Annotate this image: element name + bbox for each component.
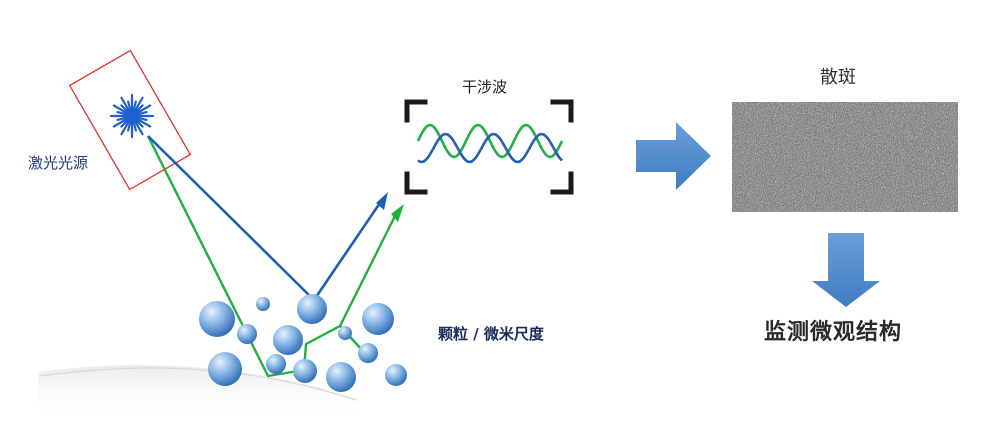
floor-sheen xyxy=(38,365,360,421)
interference-wave-label: 干涉波 xyxy=(462,78,508,96)
laser-burst-icon xyxy=(109,93,155,139)
bracket-bottom-left xyxy=(404,171,428,195)
wave-green xyxy=(416,123,564,159)
flow-arrow-right xyxy=(636,122,711,190)
bracket-bottom-right xyxy=(550,171,574,195)
beam-green-arrowhead xyxy=(391,204,404,222)
flow-arrow-down xyxy=(812,233,880,307)
speckle-image xyxy=(732,102,958,212)
beam-blue xyxy=(147,135,384,302)
particle-cluster xyxy=(199,294,407,392)
particle xyxy=(297,294,327,324)
particle xyxy=(293,359,317,383)
laser-source xyxy=(68,49,192,191)
interference-panel xyxy=(404,99,574,195)
particle xyxy=(199,301,235,337)
particle xyxy=(362,303,394,335)
beam-blue-arrowhead xyxy=(376,192,388,210)
laser-source-frame xyxy=(68,49,192,191)
particle xyxy=(208,352,242,386)
speckle-label: 散斑 xyxy=(820,67,856,88)
laser-source-label: 激光光源 xyxy=(28,154,89,172)
particle xyxy=(338,326,352,340)
particle xyxy=(326,362,356,392)
wave-blue xyxy=(417,132,563,164)
laser-core xyxy=(124,108,140,124)
particle-scale-label: 颗粒 / 微米尺度 xyxy=(438,325,544,343)
particle xyxy=(358,343,378,363)
bracket-top-right xyxy=(550,99,574,123)
floor-sheen-line xyxy=(39,367,357,401)
particle xyxy=(385,364,407,386)
particle xyxy=(266,354,286,374)
monitor-structure-label: 监测微观结构 xyxy=(764,320,903,345)
particle xyxy=(237,324,257,344)
particle xyxy=(256,297,270,311)
particle xyxy=(273,325,303,355)
bracket-top-left xyxy=(404,99,428,123)
